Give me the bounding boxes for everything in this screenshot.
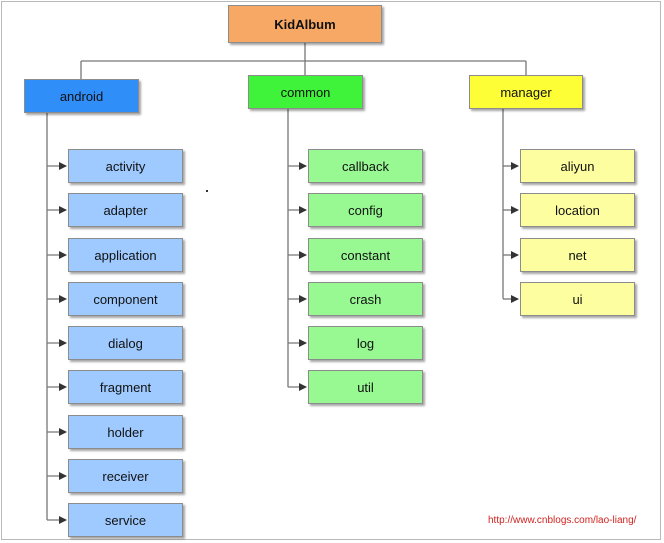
arrow-fragment	[59, 383, 67, 391]
child-node-receiver: receiver	[68, 459, 183, 493]
watermark-url: http://www.cnblogs.com/lao-liang/	[488, 515, 637, 526]
child-node-log: log	[308, 326, 423, 360]
category-node-common: common	[248, 75, 363, 109]
child-node-fragment: fragment	[68, 370, 183, 404]
child-node-dialog: dialog	[68, 326, 183, 360]
stray-dot	[206, 190, 208, 192]
arrow-log	[299, 339, 307, 347]
arrow-holder	[59, 428, 67, 436]
child-node-service: service	[68, 503, 183, 537]
child-node-application: application	[68, 238, 183, 272]
child-node-adapter: adapter	[68, 193, 183, 227]
arrow-util	[299, 383, 307, 391]
arrow-adapter	[59, 206, 67, 214]
child-node-holder: holder	[68, 415, 183, 449]
arrow-constant	[299, 251, 307, 259]
child-node-aliyun: aliyun	[520, 149, 635, 183]
root-node-kidalbum: KidAlbum	[228, 5, 382, 43]
arrow-activity	[59, 162, 67, 170]
child-node-config: config	[308, 193, 423, 227]
category-node-android: android	[24, 79, 139, 113]
child-node-net: net	[520, 238, 635, 272]
arrow-config	[299, 206, 307, 214]
arrow-application	[59, 251, 67, 259]
child-node-activity: activity	[68, 149, 183, 183]
arrow-ui	[511, 295, 519, 303]
child-node-constant: constant	[308, 238, 423, 272]
child-node-util: util	[308, 370, 423, 404]
arrow-component	[59, 295, 67, 303]
child-node-callback: callback	[308, 149, 423, 183]
child-node-location: location	[520, 193, 635, 227]
arrow-location	[511, 206, 519, 214]
child-node-ui: ui	[520, 282, 635, 316]
arrow-receiver	[59, 472, 67, 480]
arrow-aliyun	[511, 162, 519, 170]
arrow-dialog	[59, 339, 67, 347]
arrow-net	[511, 251, 519, 259]
arrow-crash	[299, 295, 307, 303]
arrow-service	[59, 516, 67, 524]
child-node-component: component	[68, 282, 183, 316]
arrow-callback	[299, 162, 307, 170]
child-node-crash: crash	[308, 282, 423, 316]
category-node-manager: manager	[469, 75, 583, 109]
